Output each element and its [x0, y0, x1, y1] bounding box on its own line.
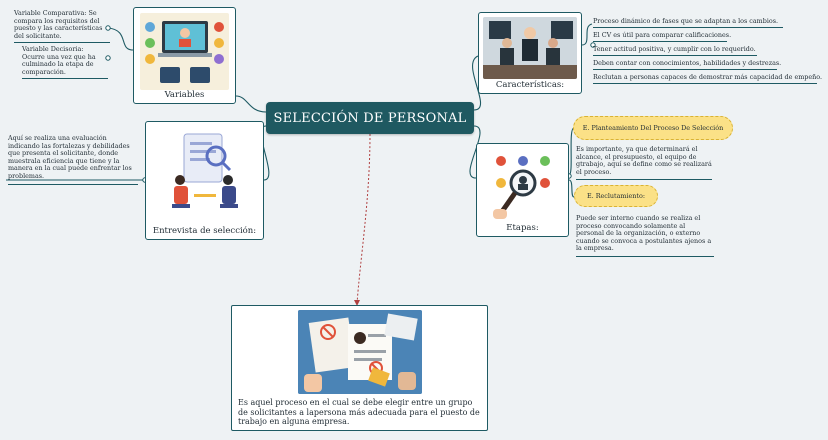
variables-card[interactable]: Variables [133, 7, 236, 104]
etapas-caption: Etapas: [506, 223, 539, 233]
caracteristicas-caption: Características: [495, 80, 565, 90]
variables-note-1: Variable Comparativa: Se compara los req… [14, 9, 110, 44]
entrevista-caption: Entrevista de selección: [152, 226, 257, 236]
caracteristicas-item-2: El CV es útil para comparar calificacion… [593, 31, 731, 42]
variables-illustration [140, 13, 229, 90]
variables-note-2: Variable Decisoria: Ocurre una vez que h… [22, 45, 108, 80]
definicion-text: Es aquel proceso en el cual se debe eleg… [238, 398, 480, 426]
entrevista-illustration [154, 128, 254, 224]
caracteristicas-illustration [483, 17, 577, 79]
variables-caption: Variables [164, 90, 205, 100]
etapa-2-pill[interactable]: E. Reclutamiento: [574, 185, 658, 207]
branch-caracteristicas [472, 55, 481, 111]
entrevista-note: Aquí se realiza una evaluación indicando… [8, 134, 138, 185]
caracteristicas-item-4: Deben contar con conocimientos, habilida… [593, 59, 781, 70]
etapa-1-pill[interactable]: E. Planteamiento Del Proceso De Selecció… [573, 116, 733, 140]
link-etapas-pills-2 [568, 179, 575, 198]
definicion-illustration [298, 310, 422, 394]
branch-variables [235, 95, 267, 113]
central-title: SELECCIÓN DE PERSONAL [273, 110, 467, 126]
etapas-illustration [487, 149, 559, 221]
entrevista-card[interactable]: Entrevista de selección: [145, 121, 264, 240]
caracteristicas-card[interactable]: Características: [478, 12, 582, 94]
etapa-1-text: Es importante, ya que determinará el alc… [576, 145, 712, 181]
etapa-2-text: Puede ser interno cuando se realiza el p… [576, 214, 714, 257]
link-caract-items [581, 23, 593, 46]
central-topic[interactable]: SELECCIÓN DE PERSONAL [266, 102, 474, 134]
dashed-link-definition [356, 133, 371, 305]
link-etapas-pills [568, 127, 575, 176]
caracteristicas-item-5: Reclutan a personas capaces de demostrar… [593, 73, 822, 84]
caracteristicas-item-1: Proceso dinámico de fases que se adaptan… [593, 17, 783, 28]
definicion-card[interactable]: Es aquel proceso en el cual se debe eleg… [231, 305, 488, 431]
caracteristicas-item-3: Tener actitud positiva, y cumplir con lo… [593, 45, 757, 56]
etapas-card[interactable]: Etapas: [476, 143, 569, 237]
link-variables-notes [107, 27, 134, 51]
branch-etapas [469, 125, 481, 179]
